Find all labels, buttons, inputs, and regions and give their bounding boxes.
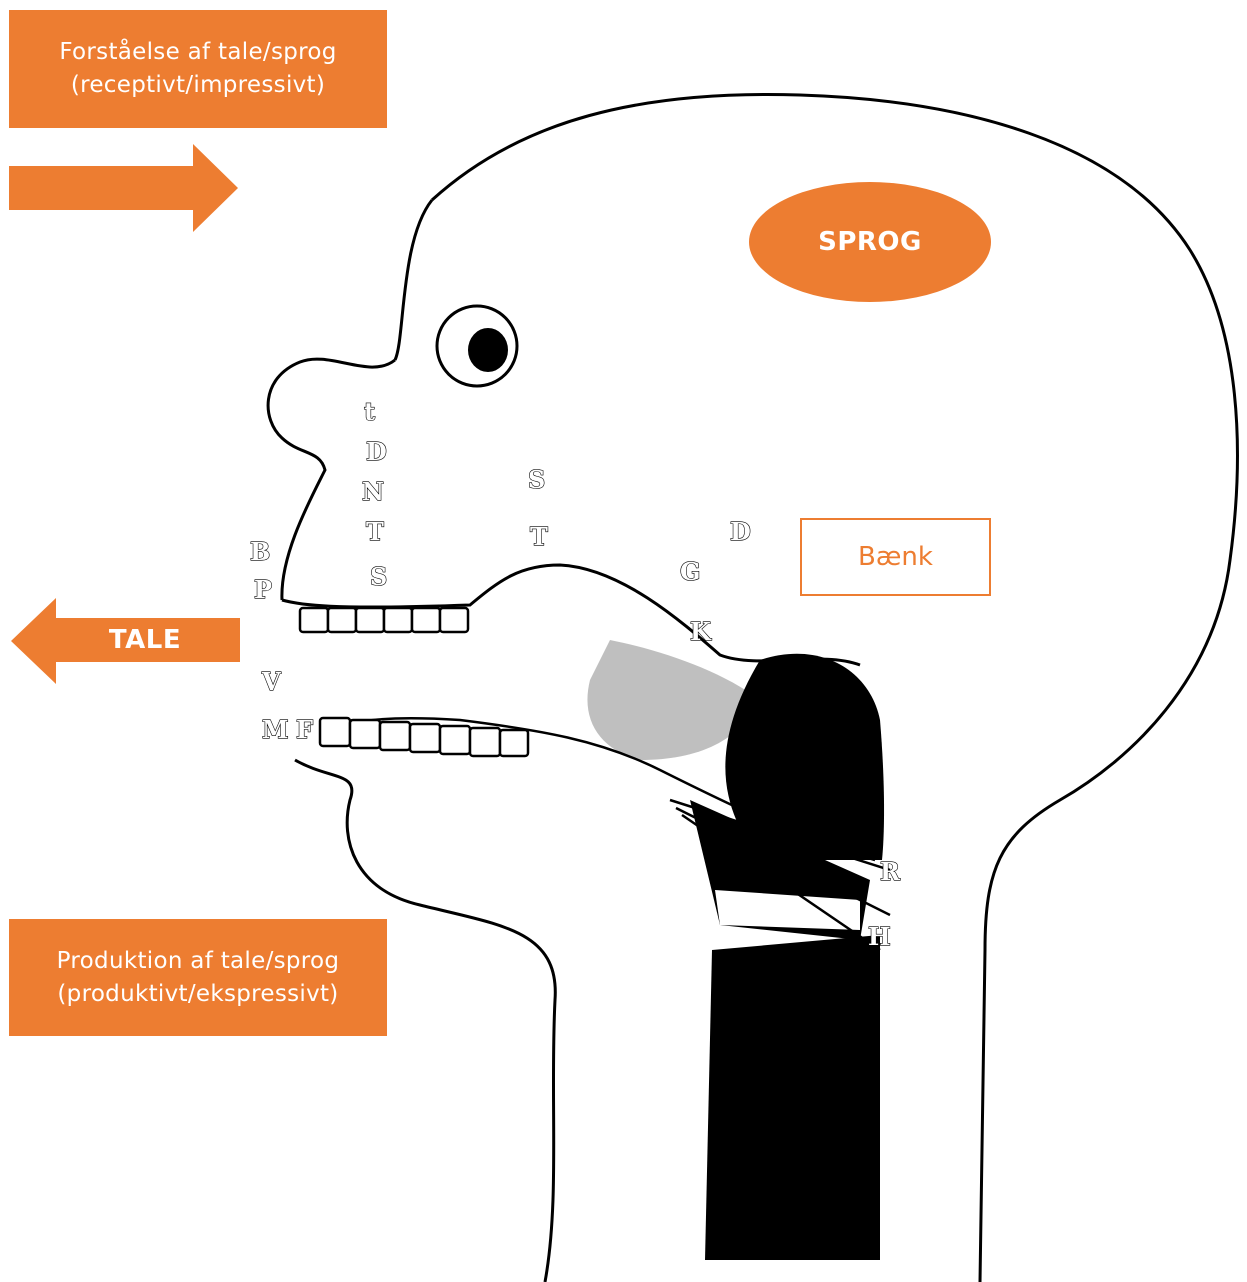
letter-s2: S [528, 465, 545, 494]
letter-g: G [680, 557, 701, 586]
letter-v: V [261, 667, 281, 696]
lip-letters: B P [250, 537, 272, 604]
letter-m: M [262, 715, 289, 744]
letter-k: K [690, 617, 712, 646]
letter-h: H [868, 922, 891, 951]
trachea [705, 935, 880, 1260]
palate-letters: S T [528, 465, 548, 551]
larynx-letters: R H [868, 857, 901, 951]
letter-t: t [364, 397, 375, 426]
speech-arrow-label: TALE [50, 618, 240, 662]
head-back-top [395, 200, 432, 360]
letter-t3: T [530, 522, 548, 551]
lower-lip-letters: V M F [261, 667, 313, 744]
language-ellipse: SPROG [749, 182, 991, 302]
nose-letters: t D N T S [362, 397, 387, 591]
letter-r: R [880, 857, 901, 886]
upper-teeth [300, 608, 468, 632]
arrow-right [9, 144, 238, 232]
letter-t2: T [366, 517, 384, 546]
production-label: Produktion af tale/sprog (produktivt/eks… [9, 919, 387, 1036]
comprehension-label: Forståelse af tale/sprog (receptivt/impr… [9, 10, 387, 128]
velum-letters: G D K [680, 517, 751, 646]
letter-s: S [370, 562, 387, 591]
letter-d2: D [730, 517, 751, 546]
letter-d: D [366, 437, 387, 466]
pupil [468, 328, 508, 372]
bench-label: Bænk [800, 518, 991, 596]
letter-b: B [250, 537, 270, 566]
letter-f: F [296, 715, 313, 744]
letter-p: P [254, 575, 272, 604]
letter-n: N [362, 477, 384, 506]
